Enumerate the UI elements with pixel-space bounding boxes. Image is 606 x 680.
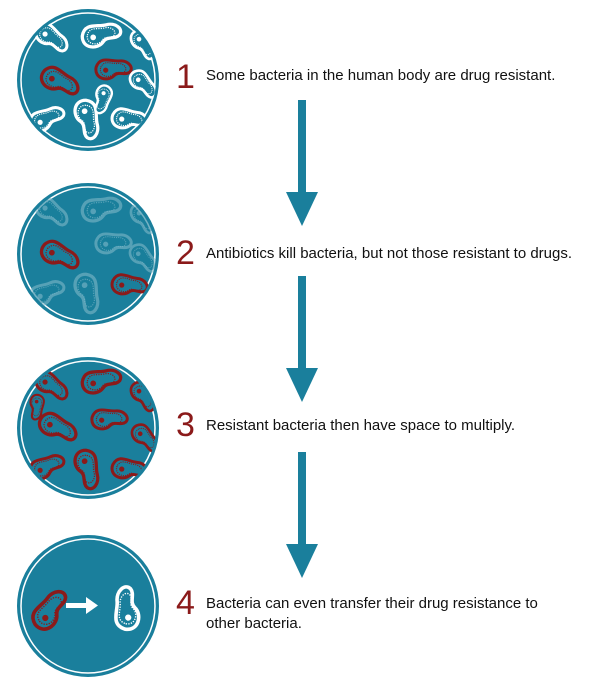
bacterium bbox=[34, 22, 69, 53]
bacterium bbox=[28, 280, 66, 307]
down-arrow-icon bbox=[284, 276, 320, 404]
resistant-bacterium bbox=[31, 589, 68, 631]
step-caption: Resistant bacteria then have space to mu… bbox=[206, 417, 516, 434]
step-number: 1 bbox=[176, 58, 195, 96]
surviving-bacteria-icon bbox=[16, 182, 160, 326]
bacterium bbox=[114, 585, 141, 632]
resistant-bacterium bbox=[34, 370, 69, 401]
bacterium bbox=[34, 196, 69, 227]
multiplying-bacteria-icon bbox=[16, 356, 160, 500]
bacterium bbox=[73, 272, 100, 315]
bacterium bbox=[73, 98, 100, 141]
down-arrow-icon bbox=[284, 100, 320, 228]
bacterium bbox=[94, 84, 114, 115]
step-caption: Antibiotics kill bacteria, but not those… bbox=[206, 245, 573, 262]
step-caption: Bacteria can even transfer their drug re… bbox=[206, 595, 538, 632]
transfer-arrow-icon bbox=[66, 597, 98, 614]
resistant-bacterium bbox=[94, 58, 133, 81]
resistant-bacterium bbox=[29, 393, 45, 421]
resistant-bacterium bbox=[39, 239, 80, 270]
step-caption: Some bacteria in the human body are drug… bbox=[206, 67, 556, 84]
resistance-transfer-icon bbox=[16, 534, 160, 678]
resistant-bacterium bbox=[28, 454, 66, 481]
resistant-bacterium bbox=[73, 448, 100, 491]
bacterium bbox=[128, 69, 156, 99]
down-arrow-icon bbox=[284, 452, 320, 580]
resistant-bacterium bbox=[39, 65, 80, 96]
resistant-bacterium bbox=[110, 273, 149, 296]
bacterium bbox=[28, 106, 66, 133]
mixed-bacteria-icon bbox=[16, 8, 160, 152]
resistant-bacterium bbox=[37, 411, 78, 442]
step-number: 3 bbox=[176, 406, 195, 444]
resistant-bacterium bbox=[90, 408, 129, 431]
bacterium bbox=[80, 196, 123, 223]
step-number: 4 bbox=[176, 584, 195, 622]
bacterium bbox=[128, 243, 156, 273]
bacterium bbox=[80, 22, 123, 49]
bacterium bbox=[94, 232, 133, 255]
step-number: 2 bbox=[176, 234, 195, 272]
resistant-bacterium bbox=[80, 368, 123, 395]
